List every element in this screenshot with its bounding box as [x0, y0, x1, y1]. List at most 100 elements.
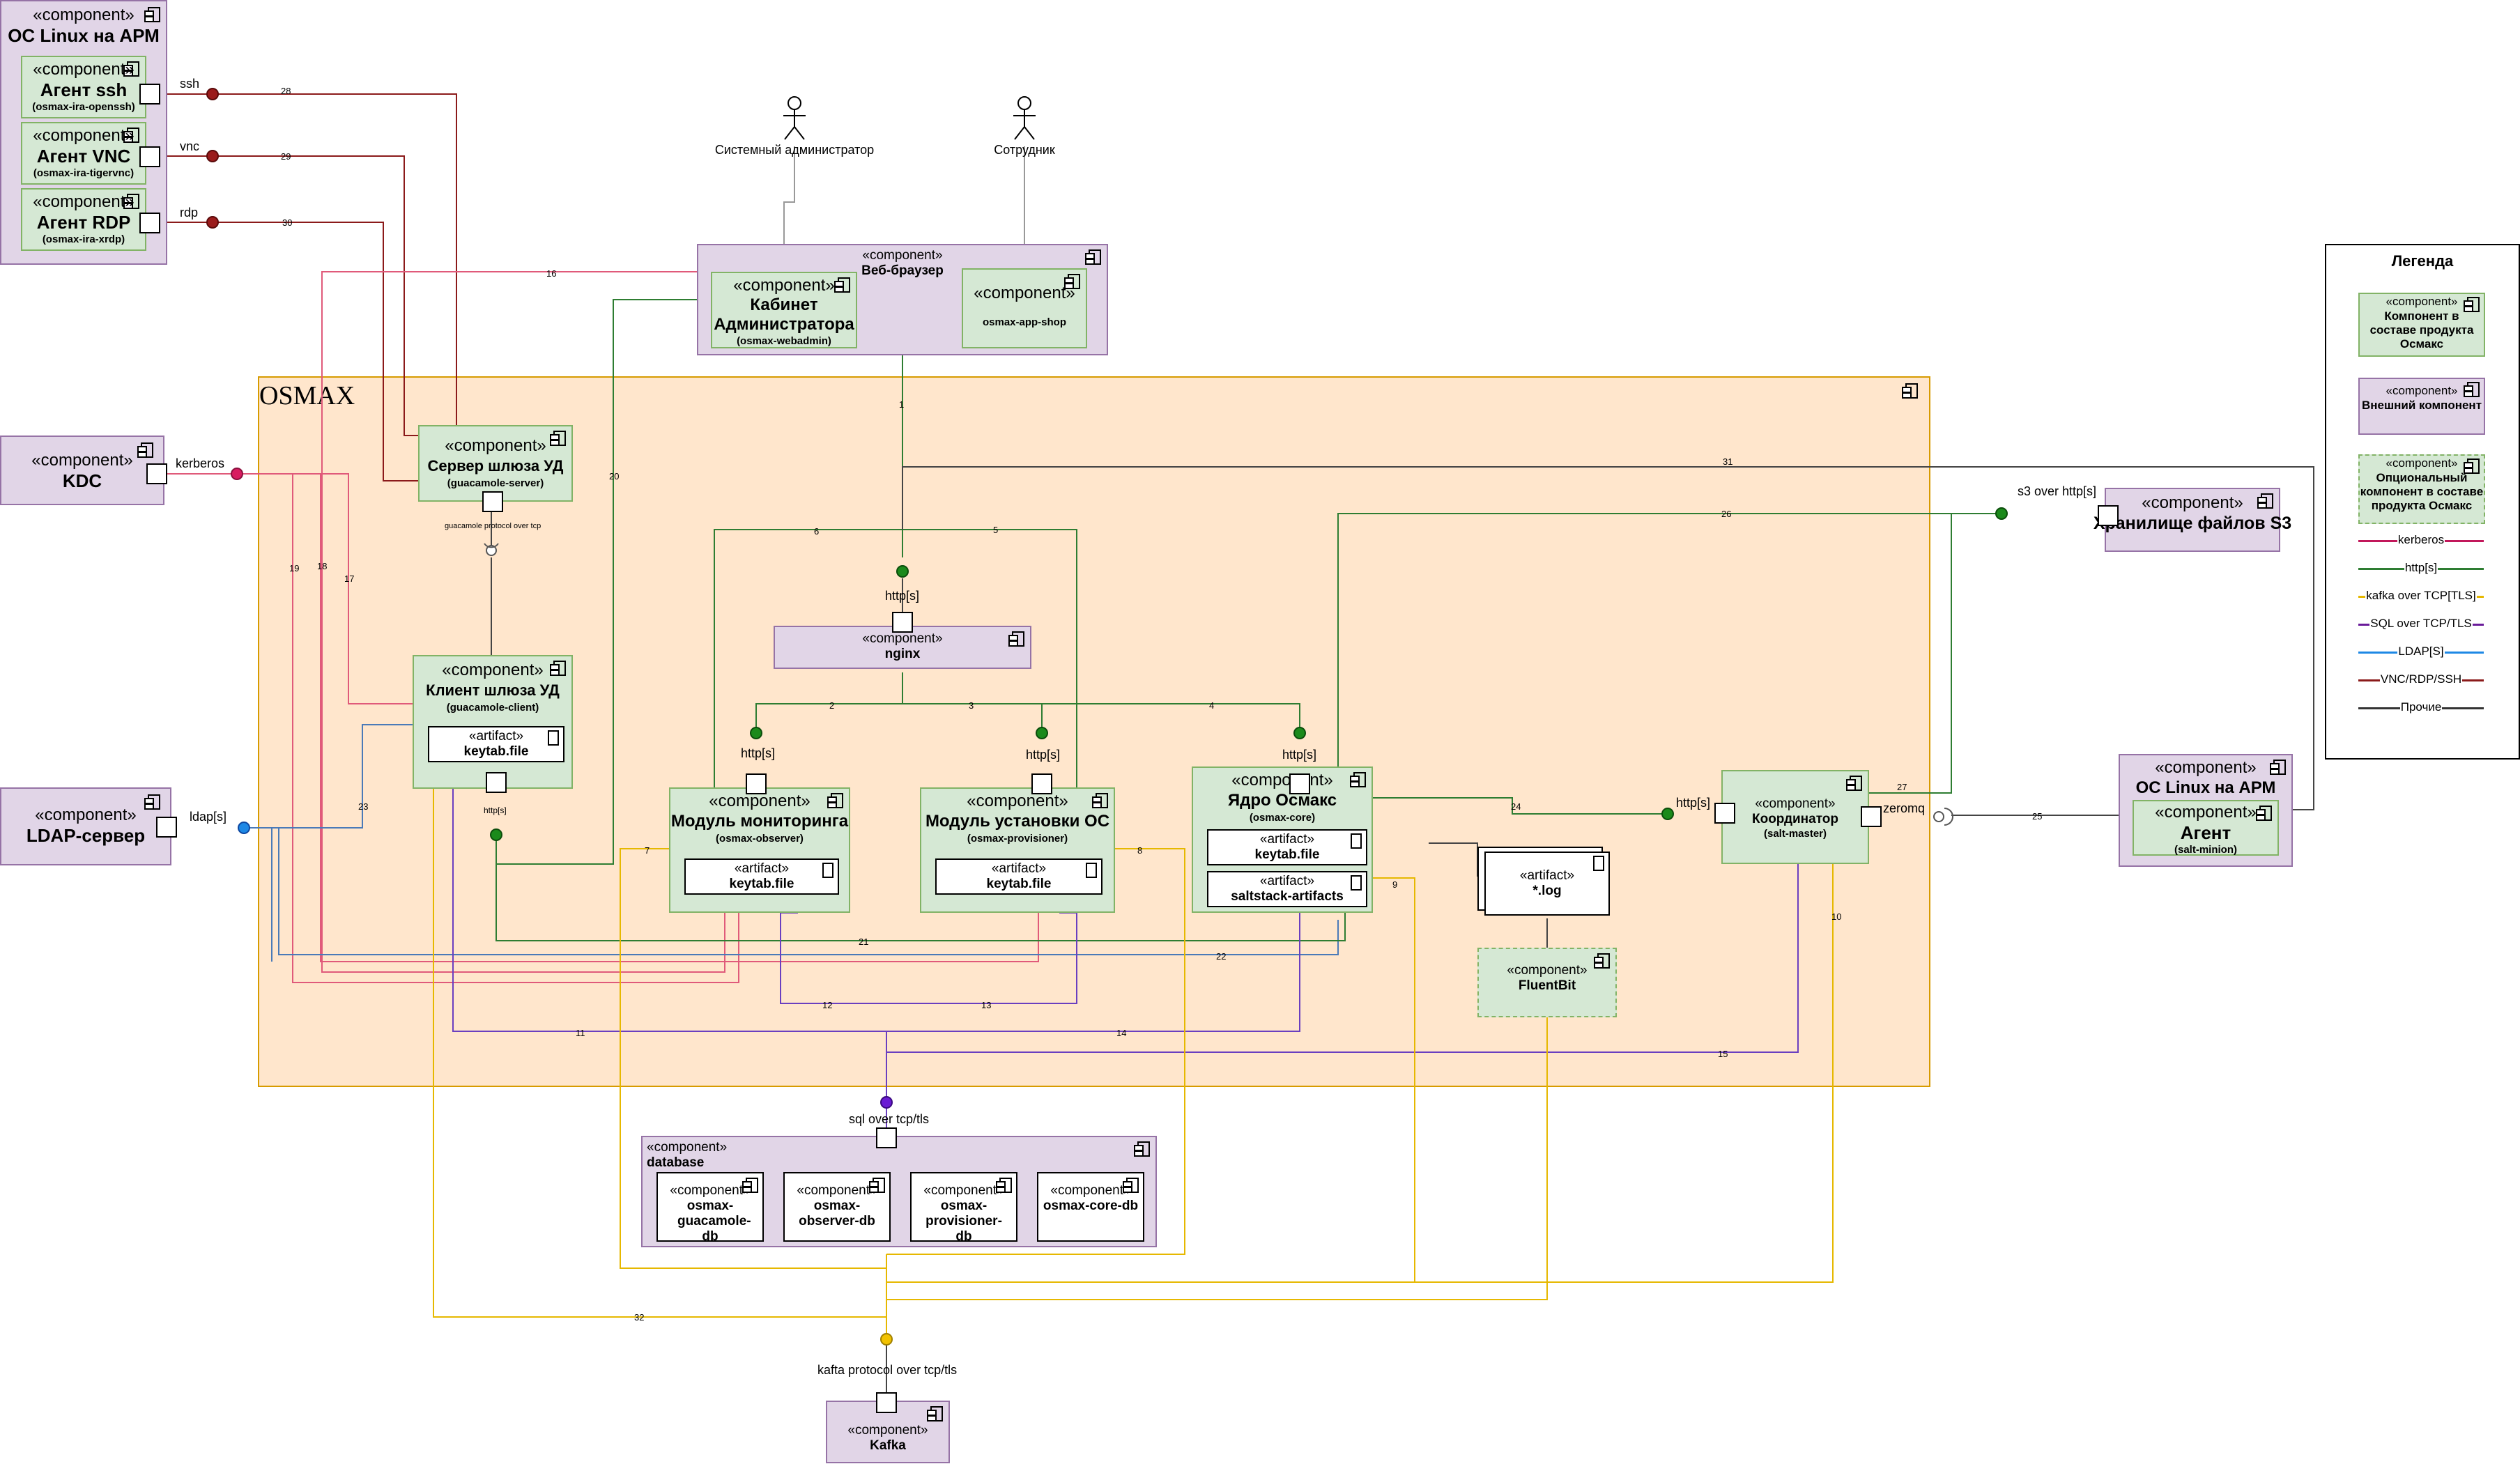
coordinator-port-left[interactable]	[1714, 803, 1735, 824]
linux-arm-top-stereotype: «component»	[33, 6, 135, 24]
gw-client-keytab[interactable]: «artifact» keytab.file	[428, 726, 564, 762]
agent-rdp-port[interactable]	[139, 213, 160, 233]
connector-number: 3	[969, 700, 974, 711]
connector-5	[902, 529, 1077, 787]
observer-keytab-stereotype: «artifact»	[734, 861, 790, 876]
fluentbit-stereotype: «component»	[1507, 963, 1588, 978]
agent-minion[interactable]: «component» Агент (salt-minion)	[2133, 800, 2279, 856]
gateway-client[interactable]: «component» Клиент шлюза УД (guacamole-c…	[413, 655, 573, 789]
connector-31	[902, 466, 2314, 810]
gw-client-port[interactable]	[486, 772, 507, 793]
component-icon	[550, 431, 566, 446]
admin-cabinet[interactable]: «component» Кабинет Администратора (osma…	[711, 272, 857, 348]
db-core[interactable]: «component» osmax-core-db	[1037, 1172, 1144, 1242]
provisioner-module[interactable]: «component» Модуль установки ОС (osmax-p…	[920, 787, 1115, 913]
actor-admin-icon	[783, 96, 806, 140]
connector-14	[886, 913, 1300, 1032]
connector-15	[886, 864, 1799, 1053]
app-shop[interactable]: «component» osmax-app-shop	[962, 268, 1087, 348]
nginx-port[interactable]	[892, 612, 913, 633]
connector-number: 15	[1718, 1049, 1728, 1059]
nginx-name: nginx	[884, 647, 921, 661]
minion-sub: (salt-minion)	[2174, 844, 2237, 856]
connector-number: 27	[1897, 782, 1907, 792]
provisioner-keytab[interactable]: «artifact» keytab.file	[935, 858, 1102, 895]
connector-number: 30	[282, 217, 293, 228]
agent-ssh-port[interactable]	[139, 84, 160, 105]
ldap-port[interactable]	[156, 817, 177, 838]
kdc-port[interactable]	[146, 463, 167, 484]
database-port[interactable]	[876, 1127, 897, 1148]
kafka-port[interactable]	[876, 1392, 897, 1413]
coordinator[interactable]: «component» Координатор (salt-master)	[1721, 770, 1869, 864]
kdc[interactable]: «component» KDC	[0, 436, 164, 505]
linux-arm-right-stereotype: «component»	[2155, 758, 2257, 777]
agent-ssh[interactable]: «component» Агент ssh (osmax-ira-openssh…	[21, 56, 146, 118]
component-icon	[742, 1178, 758, 1193]
observer-stereotype: «component»	[709, 792, 810, 810]
legend-line-kafka-label: kafka over TCP[TLS]	[2365, 589, 2477, 602]
nginx[interactable]: «component» nginx	[774, 626, 1031, 669]
gw-client-name: Клиент шлюза УД	[426, 681, 560, 699]
legend-purple-name: Внешний компонент	[2361, 399, 2482, 412]
log-artifact[interactable]: «artifact» *.log	[1484, 852, 1610, 916]
connector-number: 20	[609, 471, 620, 481]
db-observer[interactable]: «component» osmax-observer-db	[783, 1172, 891, 1242]
agent-rdp[interactable]: «component» Агент RDP (osmax-ira-xrdp)	[21, 188, 146, 251]
connector-4	[902, 703, 1300, 730]
kerberos-label: kerberos	[176, 456, 225, 470]
connector-number: 26	[1721, 509, 1732, 519]
fluentbit[interactable]: «component» FluentBit	[1477, 948, 1617, 1017]
connector-number: 29	[281, 151, 291, 162]
log-name: *.log	[1532, 884, 1562, 898]
observer-port[interactable]	[746, 773, 767, 794]
agent-vnc-port[interactable]	[139, 146, 160, 167]
legend-line-other-label: Прочие	[2399, 700, 2443, 714]
gateway-server[interactable]: «component» Сервер шлюза УД (guacamole-s…	[418, 425, 573, 502]
db-provisioner[interactable]: «component» osmax-provisioner-db	[910, 1172, 1017, 1244]
artifact-icon	[1351, 875, 1362, 891]
core-keytab[interactable]: «artifact» keytab.file	[1207, 829, 1367, 865]
gw-server-port[interactable]	[482, 491, 503, 512]
legend-line-kerberos-label: kerberos	[2397, 533, 2445, 546]
legend-line-other: Прочие	[2358, 700, 2484, 714]
coordinator-stereotype: «component»	[1755, 796, 1836, 811]
db-core-name: osmax-core-db	[1043, 1199, 1139, 1213]
observer-sub: (osmax-observer)	[716, 833, 804, 845]
connector-number: 6	[814, 526, 820, 537]
nginx-stereotype: «component»	[862, 631, 943, 646]
db-guacamole[interactable]: «component» osmax-guacamole-db	[656, 1172, 764, 1244]
observer-module[interactable]: «component» Модуль мониторинга (osmax-ob…	[669, 787, 850, 913]
db-provisioner-name: osmax-provisioner-db	[925, 1199, 1002, 1244]
linux-arm-right[interactable]: «component» ОС Linux на АРМ «component» …	[2119, 754, 2293, 867]
s3-storage[interactable]: «component» Хранилище файлов S3	[2093, 488, 2291, 552]
core-saltstack[interactable]: «artifact» saltstack-artifacts	[1207, 871, 1367, 907]
component-icon	[827, 793, 843, 808]
coordinator-name: Координатор	[1752, 812, 1838, 826]
zeromq-label: zeromq	[1883, 801, 1926, 815]
cabinet-sub: (osmax-webadmin)	[737, 335, 831, 347]
coordinator-port-right[interactable]	[1861, 806, 1882, 827]
s3-port[interactable]	[2098, 505, 2119, 526]
agent-vnc-sub: (osmax-ira-tigervnc)	[33, 167, 135, 179]
provisioner-name: Модуль установки ОС	[925, 812, 1110, 831]
linux-arm-right-name: ОС Linux на АРМ	[2135, 778, 2276, 797]
component-icon	[1092, 793, 1108, 808]
agent-ssh-name: Агент ssh	[40, 79, 128, 100]
core-http-label: http[s]	[1282, 748, 1317, 762]
kdc-stereotype: «component»	[31, 451, 133, 470]
legend-line-sql: SQL over TCP/TLS	[2358, 617, 2484, 630]
component-icon	[2464, 459, 2480, 474]
osmax-core[interactable]: «component» Ядро Осмакс (osmax-core) «ar…	[1192, 766, 1373, 913]
connector-10	[886, 864, 1834, 1283]
database[interactable]: «component» database «component» osmax-g…	[641, 1136, 1157, 1247]
observer-keytab[interactable]: «artifact» keytab.file	[684, 858, 839, 895]
core-port[interactable]	[1289, 773, 1310, 794]
component-icon	[1085, 249, 1101, 265]
agent-vnc[interactable]: «component» Агент VNC (osmax-ira-tigervn…	[21, 122, 146, 185]
component-icon	[1064, 274, 1080, 289]
ldap-server[interactable]: «component» LDAP-сервер	[0, 787, 171, 865]
provisioner-port[interactable]	[1031, 773, 1052, 794]
connector-11	[452, 787, 887, 1101]
appshop-sub: osmax-app-shop	[982, 316, 1066, 328]
